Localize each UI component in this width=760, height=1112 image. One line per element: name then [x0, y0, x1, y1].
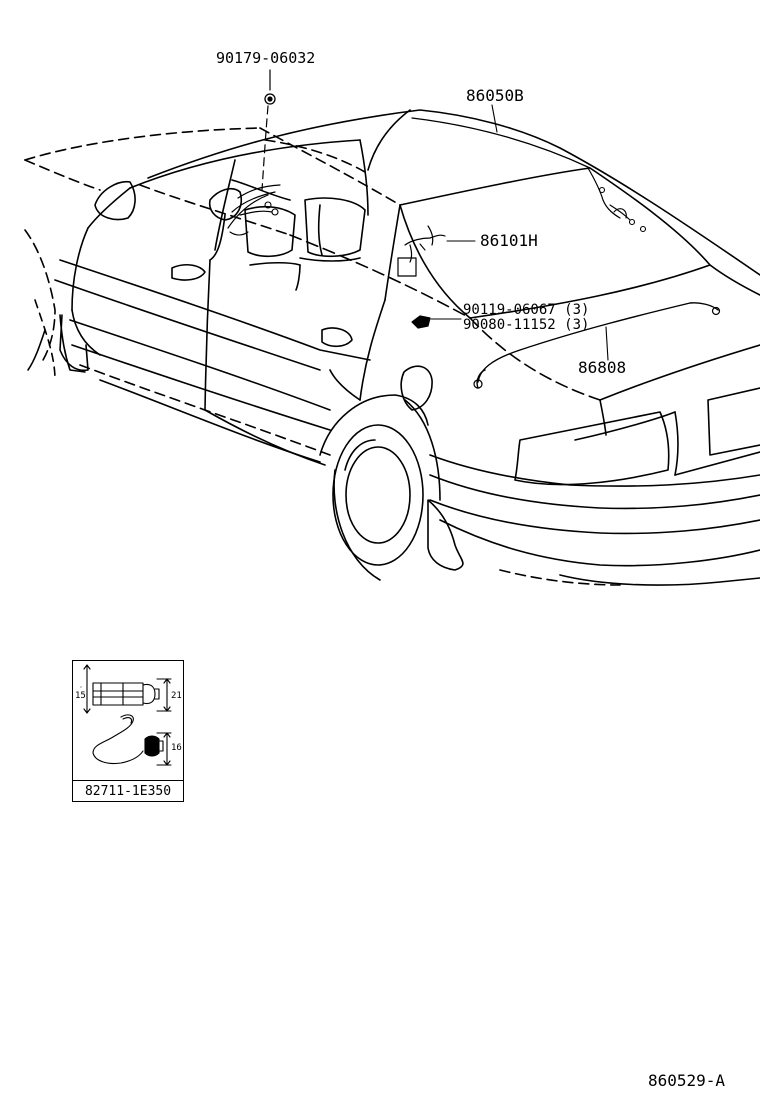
bolt-part	[261, 69, 276, 191]
car-body	[24, 109, 760, 586]
leader-lines	[430, 104, 609, 361]
inset-dim-16: 16	[171, 743, 182, 753]
inset-dim-15: 15	[75, 691, 86, 701]
antenna-cord	[473, 302, 721, 389]
callout-clip-1: 90119-06067 (3)	[463, 302, 590, 318]
antenna-wire	[411, 117, 647, 233]
inset-clip-drawing	[80, 664, 172, 766]
callout-wire-main: 86050B	[466, 86, 524, 105]
clip-part	[411, 315, 431, 329]
inset-part-number: 82711-1E350	[73, 780, 183, 802]
figure-code: 860529-A	[648, 1071, 726, 1090]
callout-bolt: 90179-06032	[216, 49, 316, 67]
inset-detail-box: 15 21 16 82711-1E350	[72, 660, 184, 802]
inset-dim-21: 21	[171, 691, 182, 701]
callout-cord: 86808	[578, 358, 627, 377]
callout-connector: 86101H	[480, 231, 538, 250]
pillar-connector	[397, 225, 446, 277]
callout-clip-2: 90080-11152 (3)	[463, 317, 590, 333]
front-harness	[227, 184, 281, 236]
